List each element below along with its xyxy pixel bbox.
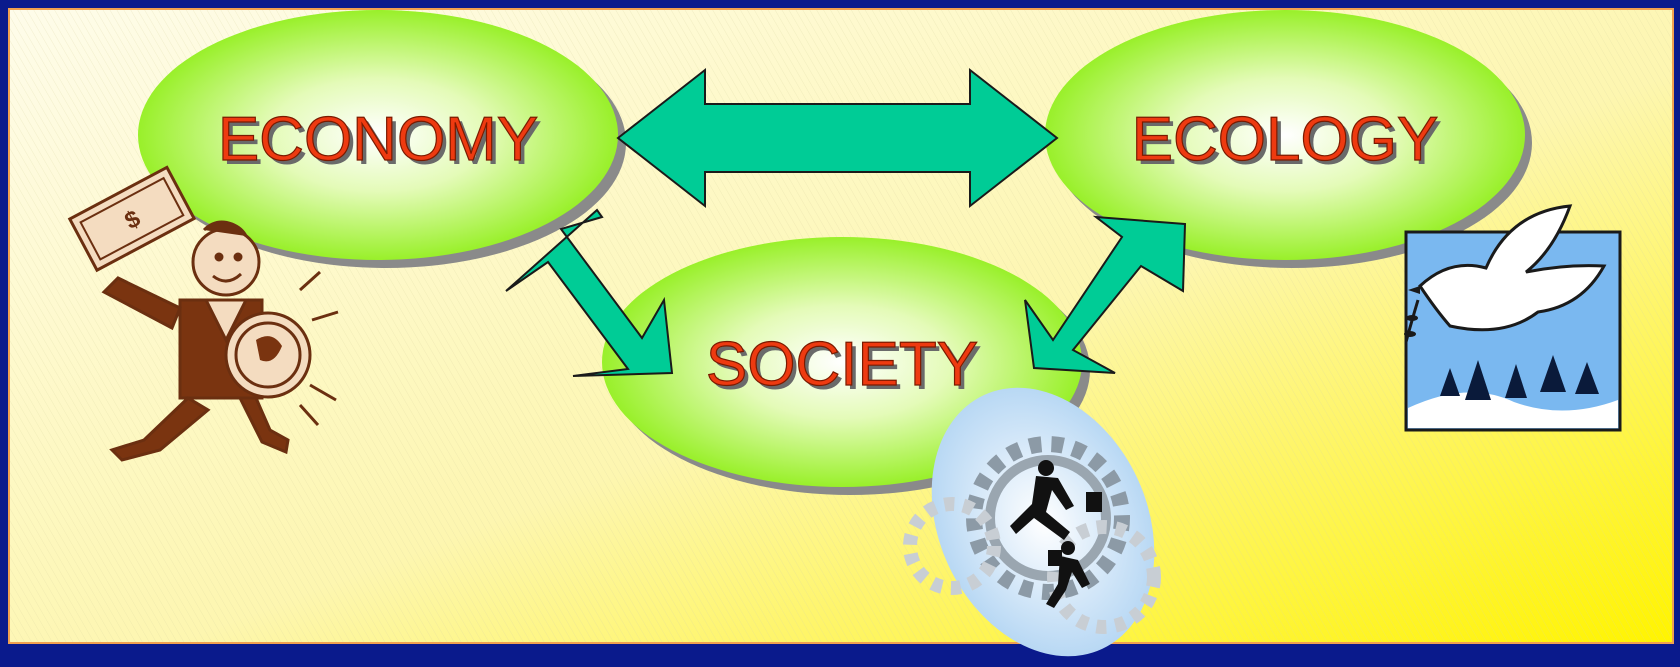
peace-dove-icon	[1404, 204, 1622, 432]
economy-label: ECONOMY	[218, 105, 538, 174]
ecology-node	[1045, 10, 1525, 260]
economy-node	[138, 10, 618, 260]
arrow-economy-ecology	[616, 67, 1059, 209]
arrow-economy-society	[505, 208, 674, 377]
money-man-icon: $	[67, 165, 339, 462]
svg-text:ECONOMY: ECONOMY	[222, 109, 542, 178]
society-label: SOCIETY	[706, 330, 978, 399]
ecology-label: ECOLOGY	[1132, 105, 1439, 174]
arrow-ecology-society	[1024, 215, 1187, 374]
running-businessmen-icon	[903, 387, 1161, 657]
svg-text:ECOLOGY: ECOLOGY	[1136, 109, 1443, 178]
svg-text:SOCIETY: SOCIETY	[710, 334, 982, 403]
